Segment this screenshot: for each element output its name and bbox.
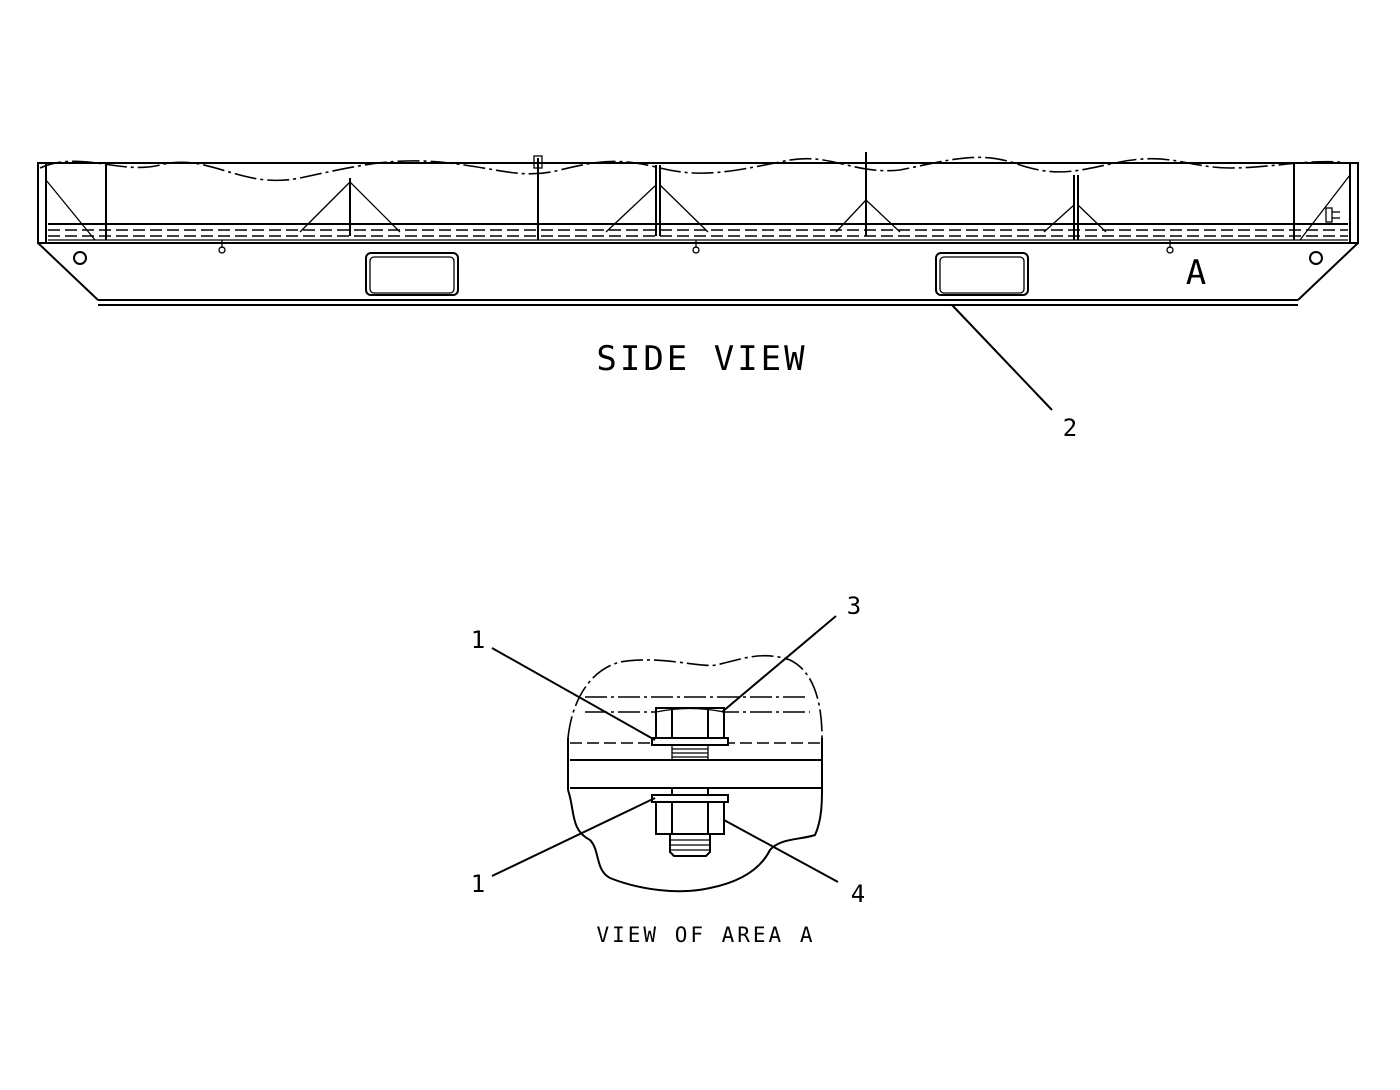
callout-1-top: 1 [471,626,485,654]
upright-1 [299,178,401,236]
detail-view-area-a: 1 3 1 4 VIEW OF AREA A [471,592,865,947]
upright-2 [533,155,543,240]
upright-4 [835,152,901,236]
bottom-nut [655,801,725,835]
mounting-hole-left [73,251,87,265]
upright-3 [605,165,709,236]
detail-view-title: VIEW OF AREA A [596,923,815,947]
area-a-marker: A [1186,253,1206,293]
mounting-hole-right [1309,251,1323,265]
bolt-marker-3 [1166,240,1174,254]
upright-5 [1043,175,1107,240]
callout-4: 4 [851,880,865,908]
bolt-threads-upper [671,744,709,761]
top-nut [655,707,725,739]
break-line [39,156,1341,182]
detail-break-bottom [567,789,823,893]
side-frame [37,162,1359,244]
leader-1-top [491,647,656,741]
bottom-washer [651,794,729,803]
callout-3: 3 [847,592,861,620]
callout-1-bottom: 1 [471,870,485,898]
side-view-assembly: A 2 SIDE VIEW [37,152,1359,442]
leader-4 [723,819,839,883]
side-view-title: SIDE VIEW [596,339,807,379]
bolt-marker-2 [692,240,700,254]
leader-1-bottom [491,797,656,877]
leader-2 [951,304,1053,411]
cutout-left [365,252,459,296]
callout-2: 2 [1063,414,1077,442]
leader-3 [721,615,837,713]
cutout-right [935,252,1029,296]
top-washer [651,737,729,746]
bolt-marker-1 [218,240,226,254]
bolt-threads-lower [669,834,711,857]
